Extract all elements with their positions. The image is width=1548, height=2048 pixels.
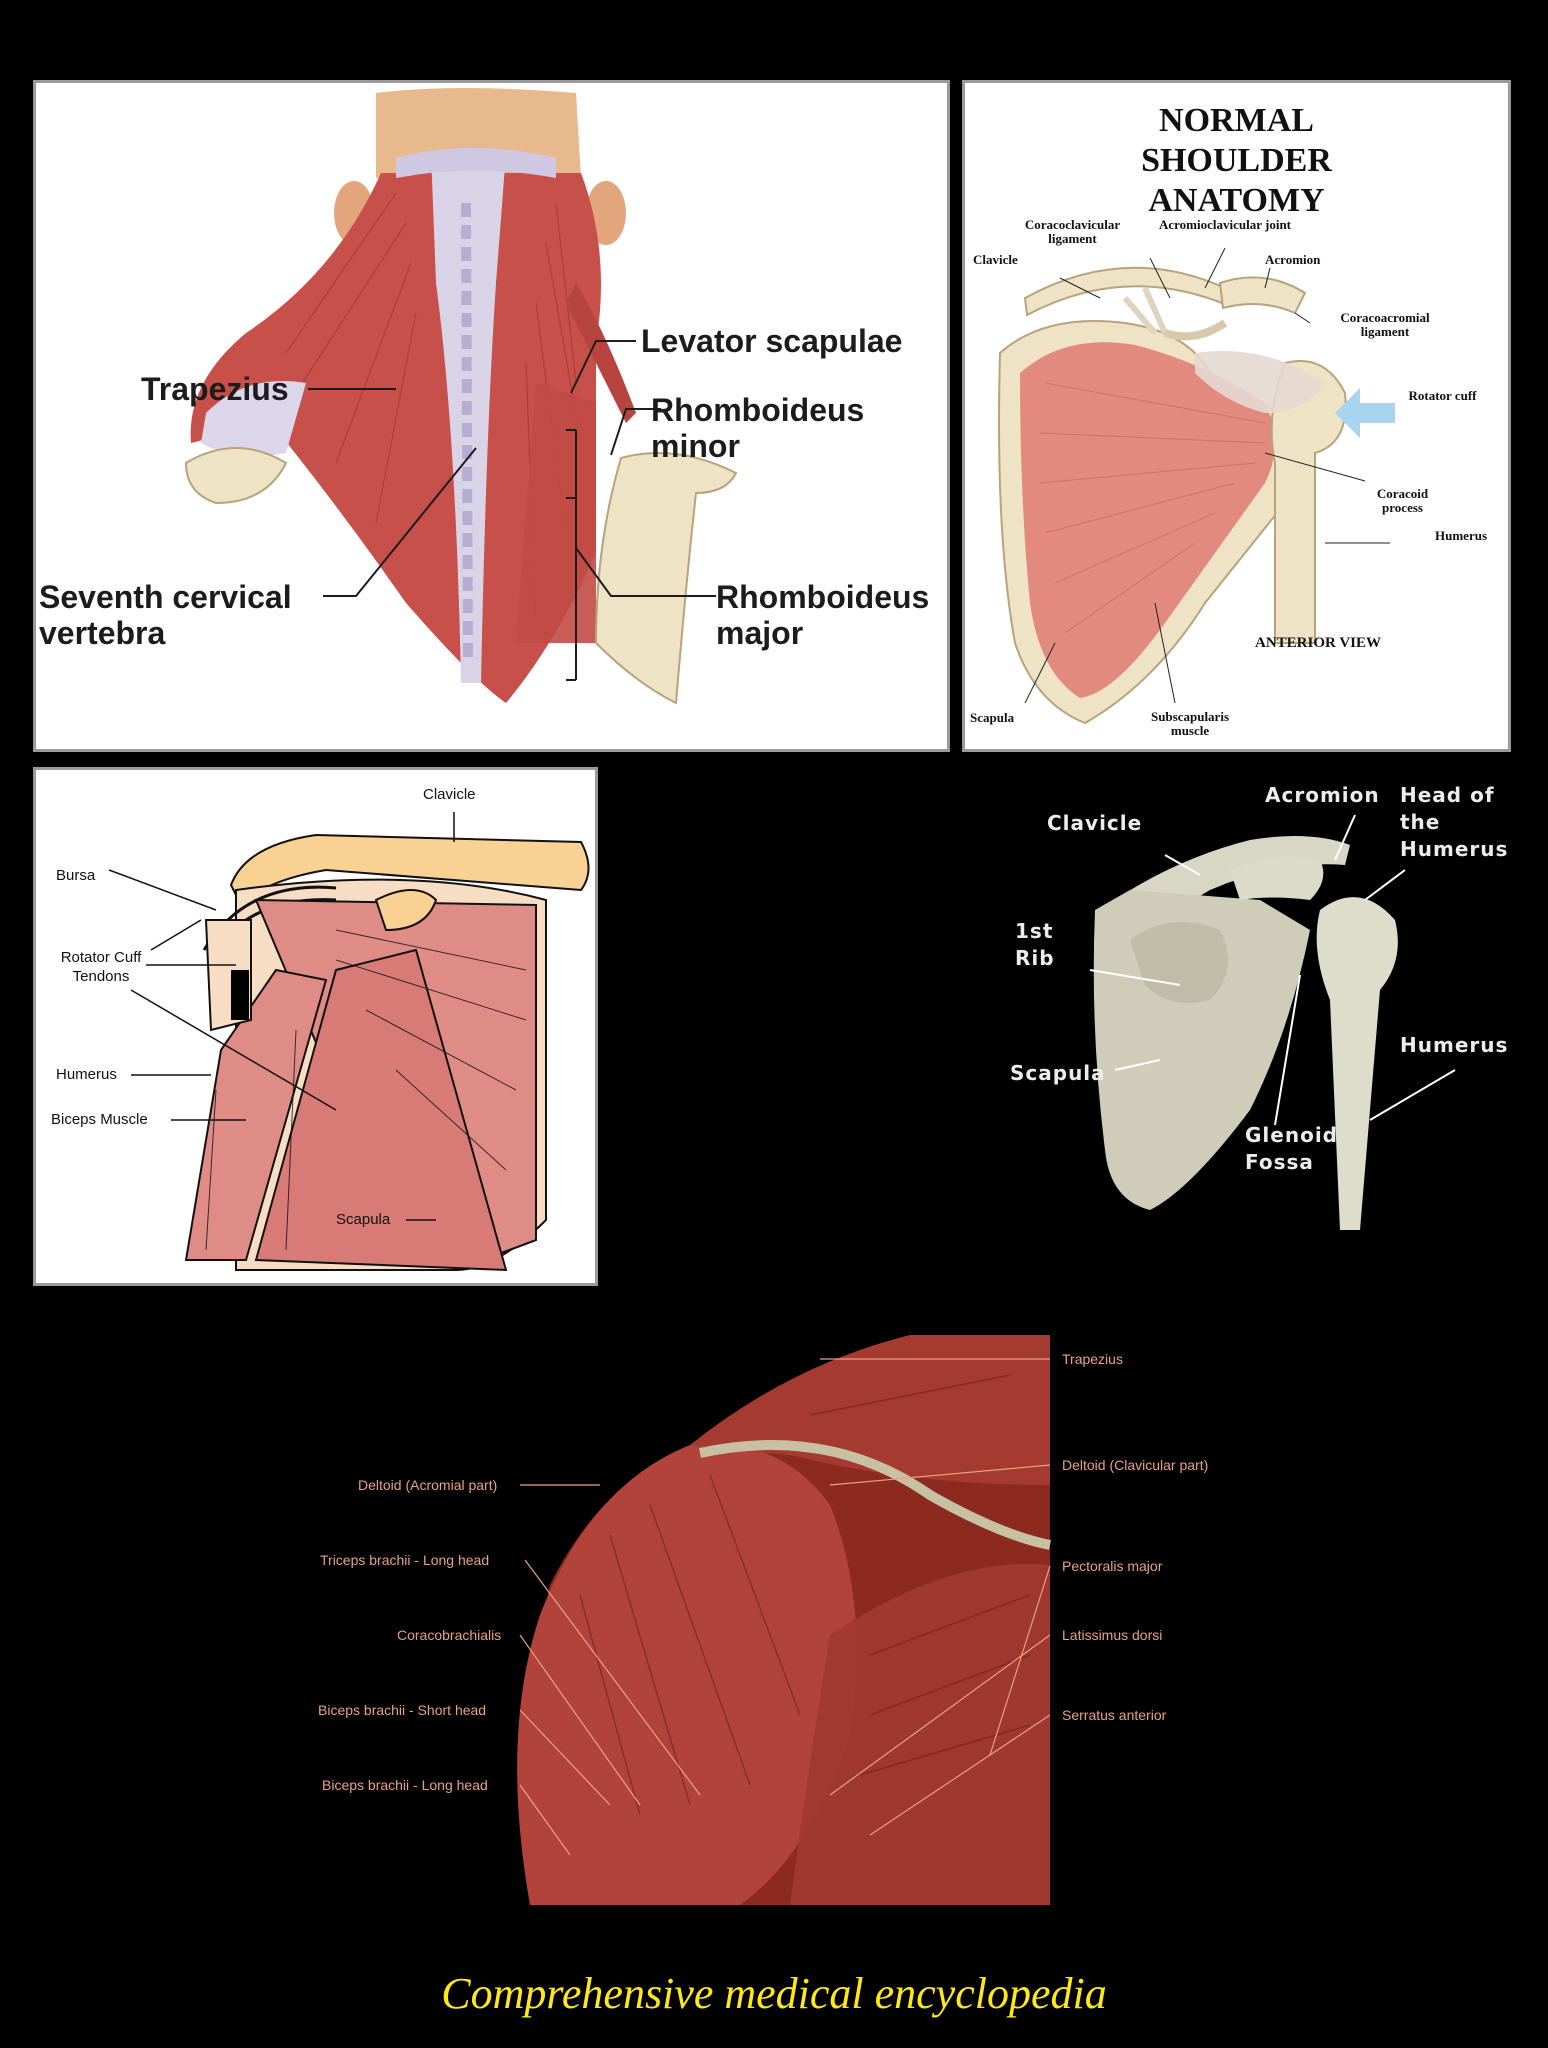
label-biceps-long-head: Biceps brachii - Long head [322, 1777, 488, 1793]
label-humerus: Humerus [1400, 1033, 1509, 1057]
normal-shoulder-illustration [998, 247, 1395, 725]
label-triceps-long-head: Triceps brachii - Long head [320, 1552, 490, 1568]
label-pectoralis-major: Pectoralis major [1062, 1558, 1163, 1574]
label-biceps-short-head: Biceps brachii - Short head [318, 1702, 487, 1718]
label-first-rib: 1st Rib [1015, 919, 1055, 970]
label-clavicle: Clavicle [423, 786, 476, 803]
label-deltoid-clavicular-part: Deltoid (Clavicular part) [1062, 1457, 1209, 1473]
normal-shoulder-panel: NORMAL SHOULDER ANATOMY Coracoclavicular… [962, 80, 1511, 752]
label-rotator-cuff-tendons: Rotator Cuff Tendons [60, 949, 142, 985]
label-glenoid-fossa: Glenoid Fossa [1245, 1123, 1338, 1174]
label-clavicle: Clavicle [1047, 811, 1143, 835]
label-coracoacromial-ligament: Coracoacromial ligament [1340, 310, 1430, 339]
caption: Comprehensive medical encyclopedia [441, 1969, 1107, 2018]
label-humerus: Humerus [56, 1066, 117, 1083]
label-trapezius: Trapezius [1062, 1351, 1123, 1367]
deltoid-panel: Trapezius Deltoid (Acromial part) Deltoi… [310, 1335, 1260, 1905]
label-trapezius: Trapezius [141, 371, 289, 407]
label-rhomboideus-major: Rhomboideus major [716, 579, 930, 651]
normal-shoulder-title: NORMAL SHOULDER ANATOMY [1141, 102, 1332, 219]
label-clavicle: Clavicle [973, 252, 1018, 267]
label-coracoclavicular-ligament: Coracoclavicular ligament [1024, 217, 1121, 246]
label-head-of-the-humerus: Head of the Humerus [1400, 783, 1509, 861]
label-subscapularis-muscle: Subscapularis muscle [1150, 709, 1230, 738]
label-seventh-cervical-vertebra: Seventh cervical vertebra [39, 579, 292, 651]
label-acromion: Acromion [1265, 252, 1321, 267]
label-serratus-anterior: Serratus anterior [1062, 1707, 1167, 1723]
label-rhomboideus-minor: Rhomboideus minor [651, 392, 865, 464]
rotator-cuff-illustration [108, 812, 590, 1272]
label-acromioclavicular-joint: Acromioclavicular joint [1158, 217, 1292, 232]
label-biceps-muscle: Biceps Muscle [51, 1111, 148, 1128]
label-scapula: Scapula [1010, 1061, 1106, 1085]
deltoid-illustration [517, 1335, 1051, 1905]
label-anterior-view: ANTERIOR VIEW [1255, 635, 1381, 651]
skeleton-panel: Clavicle Acromion Head of the Humerus 1s… [1010, 770, 1510, 1265]
label-acromion: Acromion [1265, 783, 1380, 807]
label-deltoid-acromial-part: Deltoid (Acromial part) [358, 1477, 498, 1493]
label-humerus: Humerus [1435, 528, 1487, 543]
label-scapula: Scapula [336, 1211, 391, 1228]
label-coracobrachialis: Coracobrachialis [397, 1627, 502, 1643]
label-rotator-cuff: Rotator cuff [1408, 388, 1477, 403]
skeleton-illustration [1089, 814, 1456, 1230]
posterior-back-illustration [184, 88, 738, 705]
label-latissimus-dorsi: Latissimus dorsi [1062, 1627, 1163, 1643]
label-coracoid-process: Coracoid process [1376, 486, 1429, 515]
label-levator-scapulae: Levator scapulae [641, 323, 903, 359]
posterior-back-panel: Levator scapulae Trapezius Rhomboideus m… [33, 80, 950, 752]
label-scapula: Scapula [970, 710, 1015, 725]
rotator-cuff-panel: Clavicle Bursa Rotator Cuff Tendons Hume… [33, 767, 598, 1286]
label-bursa: Bursa [56, 867, 96, 884]
